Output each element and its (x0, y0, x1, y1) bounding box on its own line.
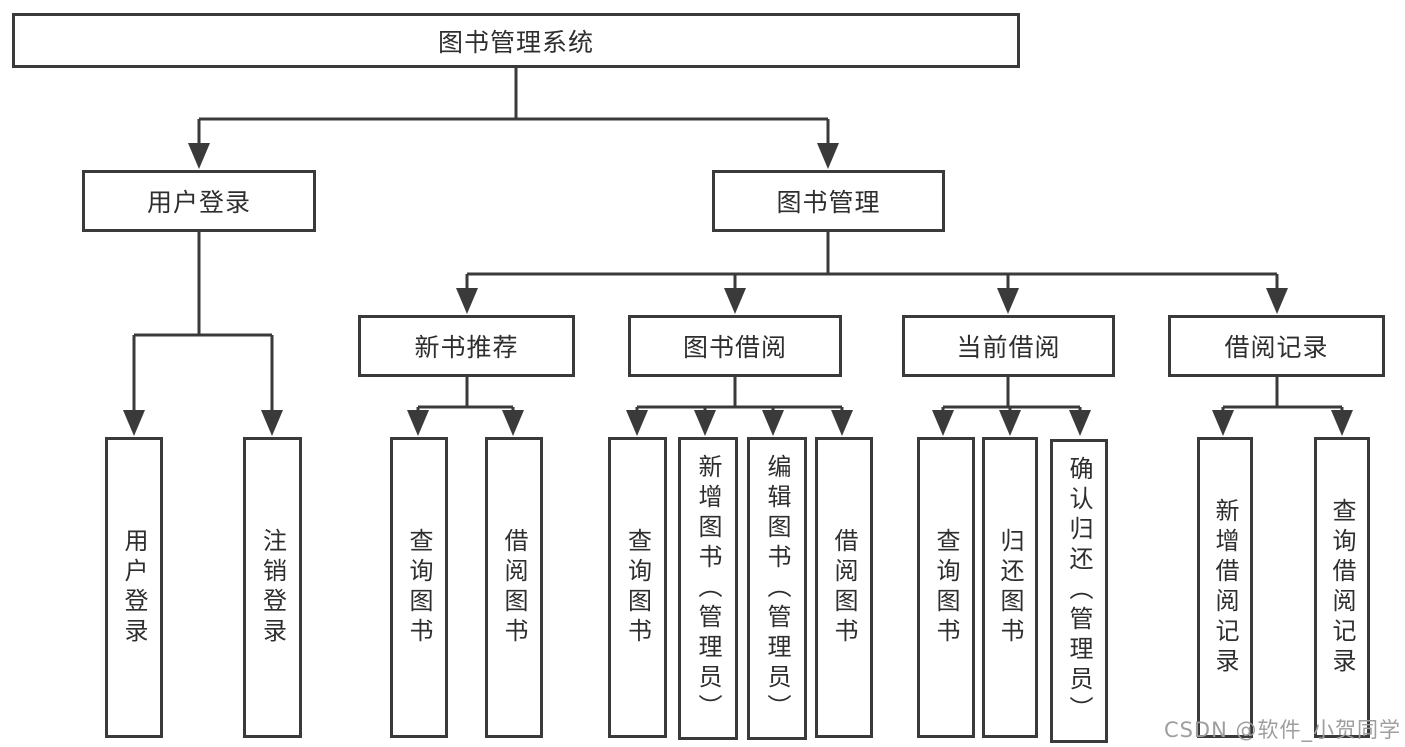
leaf-query-books-current: 查询图书 (917, 437, 975, 738)
leaf-confirm-return-admin: 确认归还（管理员） (1050, 439, 1108, 743)
leaf-user-login: 用户登录 (105, 437, 163, 738)
node-current-borrowing: 当前借阅 (902, 315, 1115, 377)
leaf-add-books-admin: 新增图书（管理员） (678, 437, 738, 740)
node-book-management: 图书管理 (712, 170, 945, 232)
node-library-management-system: 图书管理系统 (12, 13, 1020, 68)
leaf-borrow-books-borrowing: 借阅图书 (815, 437, 873, 738)
leaf-query-borrow-record: 查询借阅记录 (1314, 437, 1370, 738)
node-book-borrowing: 图书借阅 (628, 315, 842, 377)
leaf-query-books-newbook: 查询图书 (390, 437, 448, 738)
leaf-borrow-books-newbook: 借阅图书 (485, 437, 543, 738)
node-new-book-recommendation: 新书推荐 (358, 315, 575, 377)
leaf-edit-books-admin: 编辑图书（管理员） (747, 437, 807, 740)
arrowhead-icons (123, 143, 1353, 436)
leaf-return-books: 归还图书 (982, 437, 1038, 738)
csdn-watermark: CSDN @软件_小贺同学 (1163, 718, 1401, 742)
node-borrowing-records: 借阅记录 (1168, 315, 1385, 377)
leaf-add-borrow-record: 新增借阅记录 (1197, 437, 1253, 738)
leaf-query-books-borrowing: 查询图书 (608, 437, 667, 738)
leaf-logout: 注销登录 (243, 437, 302, 738)
node-user-login: 用户登录 (82, 170, 316, 232)
